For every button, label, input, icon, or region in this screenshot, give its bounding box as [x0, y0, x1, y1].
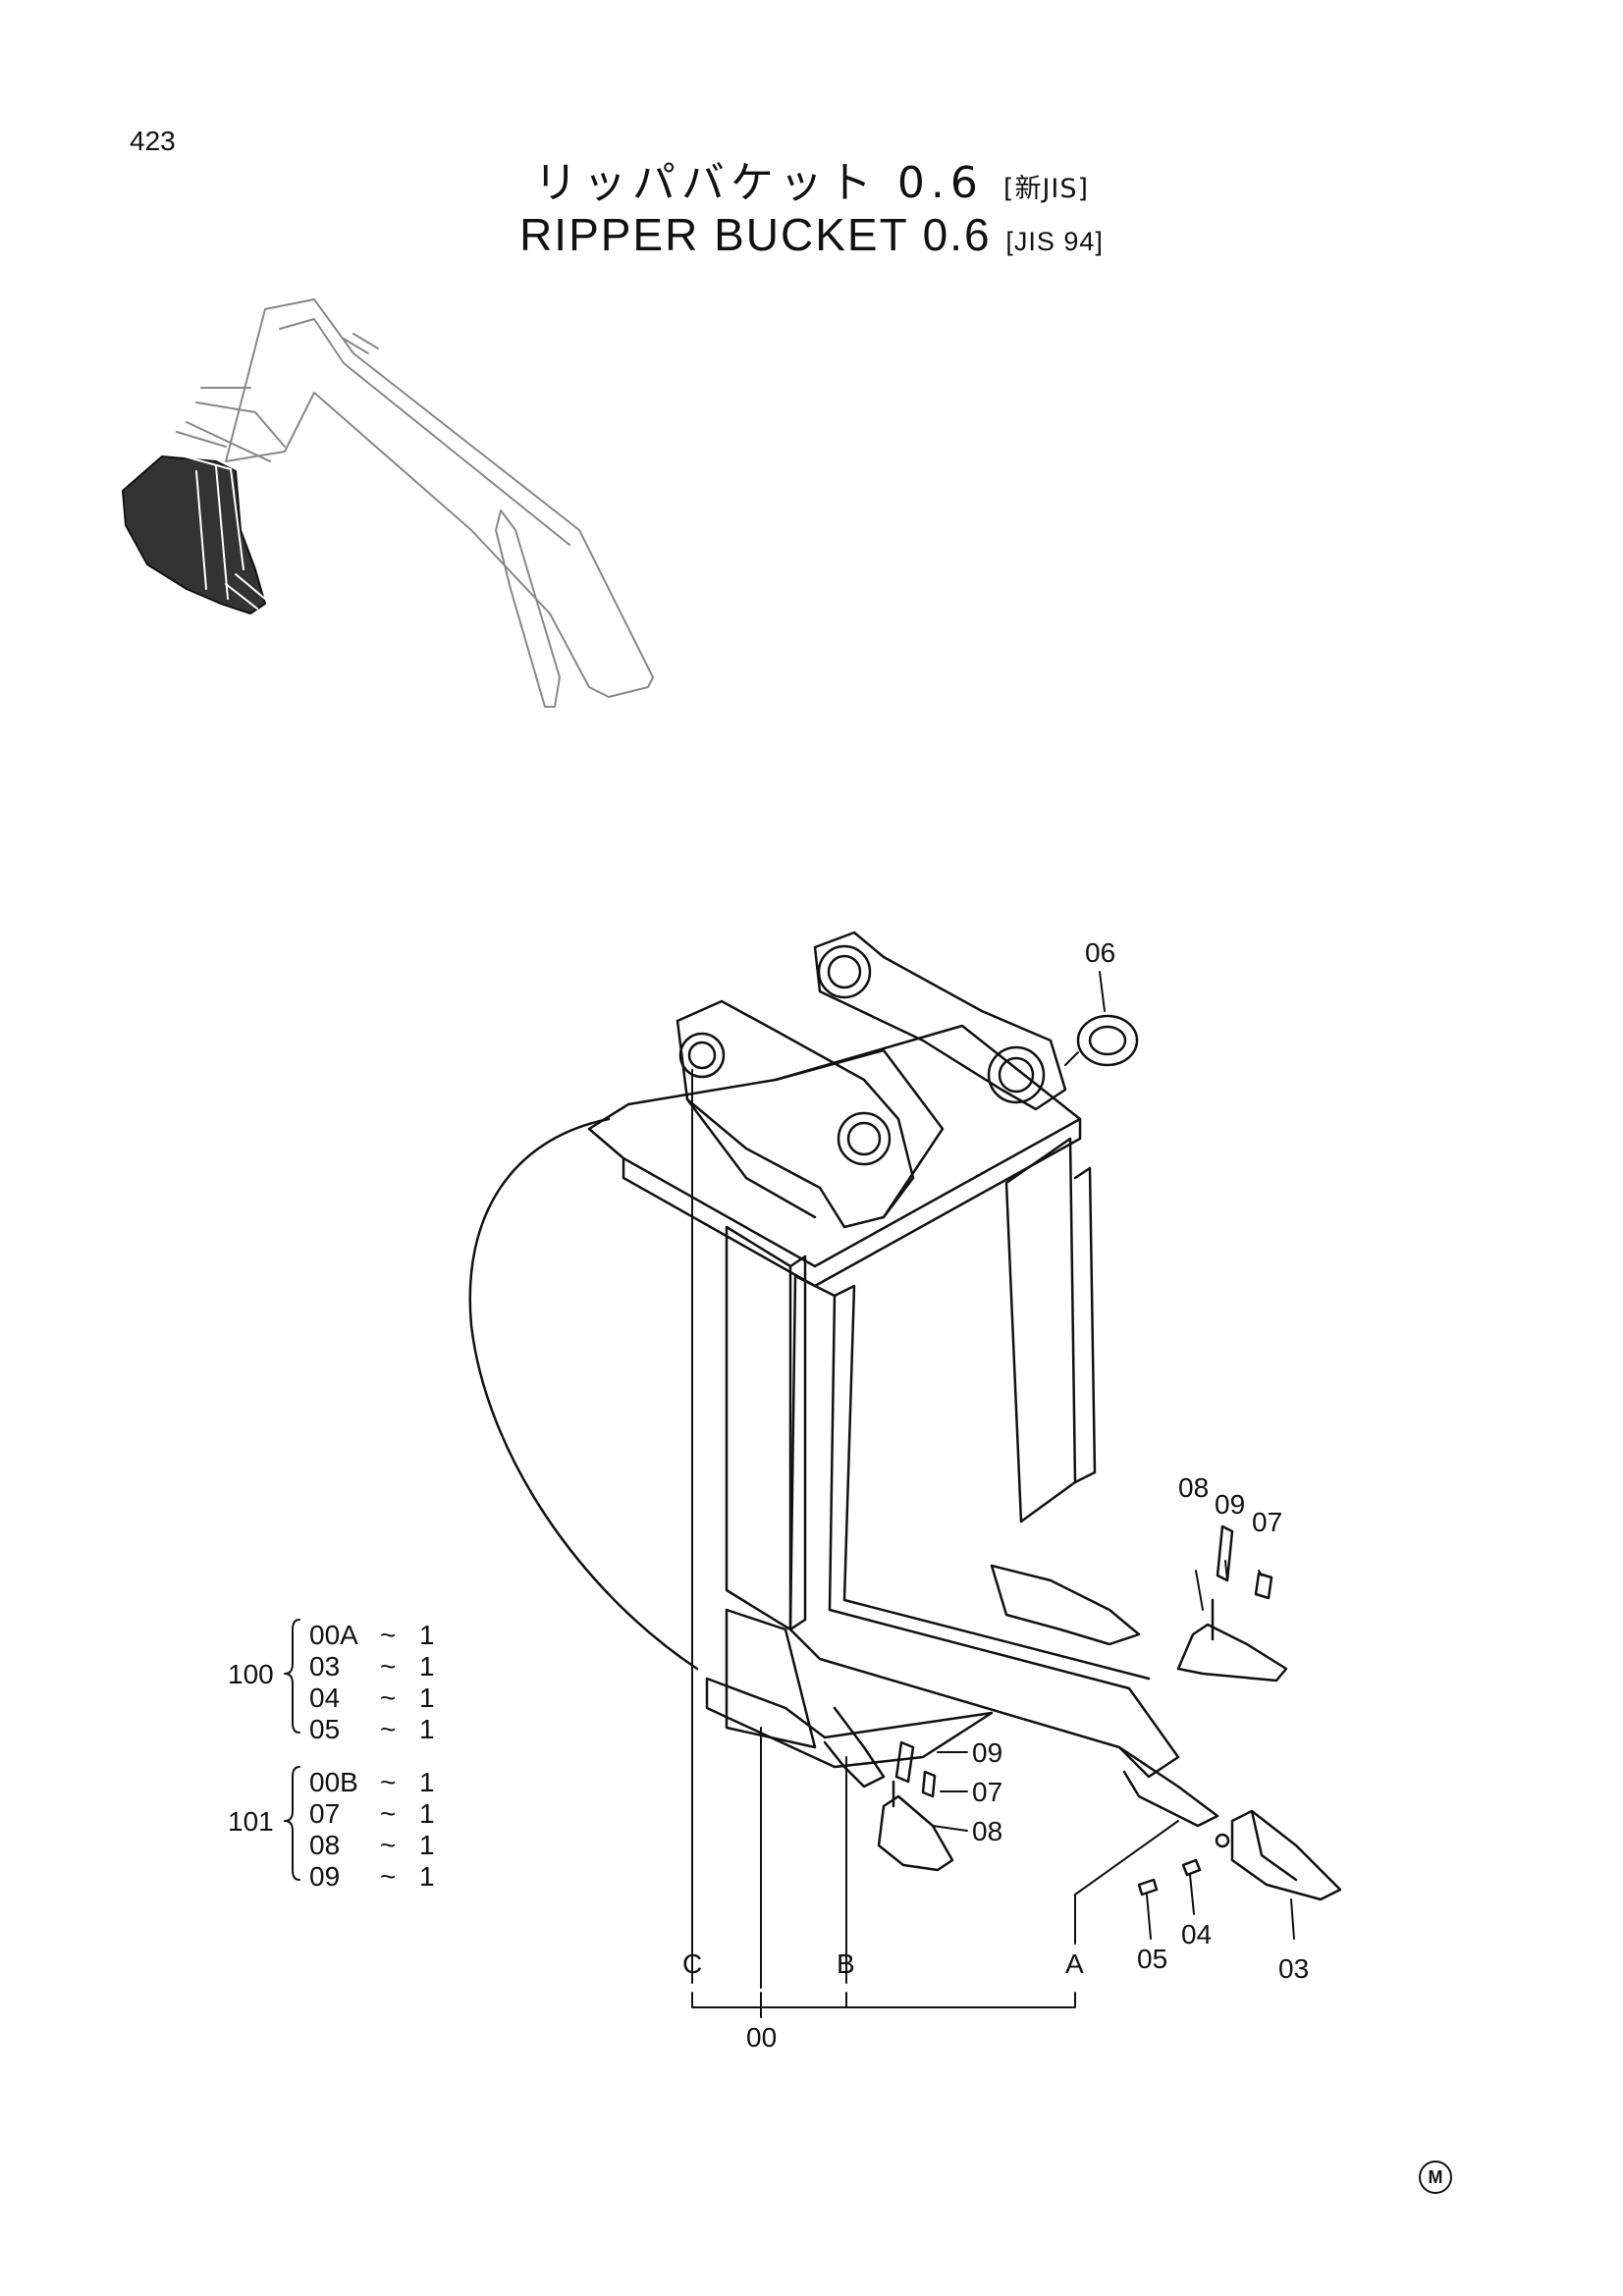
- page-number: 423: [130, 126, 176, 156]
- overview-bucket-highlight: [122, 451, 266, 614]
- excavator-overview-illustration: [176, 298, 654, 708]
- range-tilde: ~: [380, 1682, 397, 1713]
- reference-c: C: [682, 1949, 703, 1979]
- reference-a: A: [1065, 1949, 1084, 1979]
- middle-tooth-assembly: [877, 1740, 954, 1872]
- circled-m-mark: M: [1419, 2161, 1452, 2194]
- callout-09-right: 09: [1215, 1489, 1246, 1520]
- washer-06: [1076, 1014, 1139, 1067]
- quantity: 1: [419, 1798, 435, 1829]
- range-tilde: ~: [380, 1798, 397, 1829]
- quantity: 1: [419, 1682, 435, 1713]
- part-number: 07: [309, 1798, 341, 1829]
- part-number: 09: [309, 1861, 341, 1892]
- quantity: 1: [419, 1714, 435, 1744]
- range-tilde: ~: [380, 1861, 397, 1892]
- callout-08-middle: 08: [972, 1816, 1003, 1846]
- group-100-row: 04 ~1: [309, 1682, 435, 1714]
- quantity: 1: [419, 1830, 435, 1860]
- range-tilde: ~: [380, 1620, 397, 1650]
- group-101-row: 00B ~1: [309, 1767, 435, 1798]
- group-101-row: 09 ~1: [309, 1861, 435, 1893]
- callout-07-middle: 07: [972, 1777, 1003, 1807]
- group-101-row: 07 ~1: [309, 1798, 435, 1830]
- callout-05: 05: [1137, 1944, 1168, 1974]
- title-japanese: リッパバケット 0.6 [新JIS]: [0, 147, 1623, 210]
- callout-07-right: 07: [1252, 1507, 1283, 1537]
- callout-00: 00: [746, 2022, 778, 2053]
- title-japanese-standard-tag: [新JIS]: [1002, 174, 1090, 204]
- part-number: 00B: [309, 1767, 358, 1797]
- callout-08-right: 08: [1178, 1472, 1210, 1503]
- group-100-row: 00A ~1: [309, 1620, 435, 1651]
- callout-03: 03: [1278, 1953, 1310, 1984]
- range-tilde: ~: [380, 1767, 397, 1797]
- quantity: 1: [419, 1651, 435, 1682]
- reference-b: B: [837, 1949, 855, 1979]
- part-number: 05: [309, 1714, 341, 1744]
- group-100-id: 100: [228, 1659, 274, 1689]
- group-100-row: 03 ~1: [309, 1651, 435, 1682]
- callout-06: 06: [1085, 937, 1116, 968]
- title-english-main: RIPPER BUCKET 0.6: [519, 209, 992, 260]
- group-braces: [284, 1619, 300, 1881]
- part-number: 04: [309, 1682, 341, 1713]
- quantity: 1: [419, 1861, 435, 1892]
- range-tilde: ~: [380, 1651, 397, 1682]
- title-japanese-main: リッパバケット 0.6: [533, 158, 984, 208]
- callout-04: 04: [1181, 1919, 1213, 1949]
- part-number: 08: [309, 1830, 341, 1860]
- group-101-row: 08 ~1: [309, 1830, 435, 1861]
- range-tilde: ~: [380, 1830, 397, 1860]
- callout-09-middle: 09: [972, 1737, 1003, 1768]
- title-english-standard-tag: [JIS 94]: [1005, 227, 1104, 256]
- leader-lines: [691, 971, 1295, 2018]
- quantity: 1: [419, 1767, 435, 1797]
- ripper-bucket-body: [468, 931, 1219, 1828]
- group-100-row: 05 ~1: [309, 1714, 435, 1745]
- range-tilde: ~: [380, 1714, 397, 1744]
- right-tooth-assembly: [1176, 1524, 1288, 1682]
- title-english: RIPPER BUCKET 0.6 [JIS 94]: [0, 208, 1623, 261]
- group-101-id: 101: [228, 1806, 274, 1837]
- front-tooth-assembly: [1137, 1809, 1342, 1901]
- quantity: 1: [419, 1620, 435, 1650]
- part-number: 03: [309, 1651, 341, 1682]
- part-number: 00A: [309, 1620, 358, 1650]
